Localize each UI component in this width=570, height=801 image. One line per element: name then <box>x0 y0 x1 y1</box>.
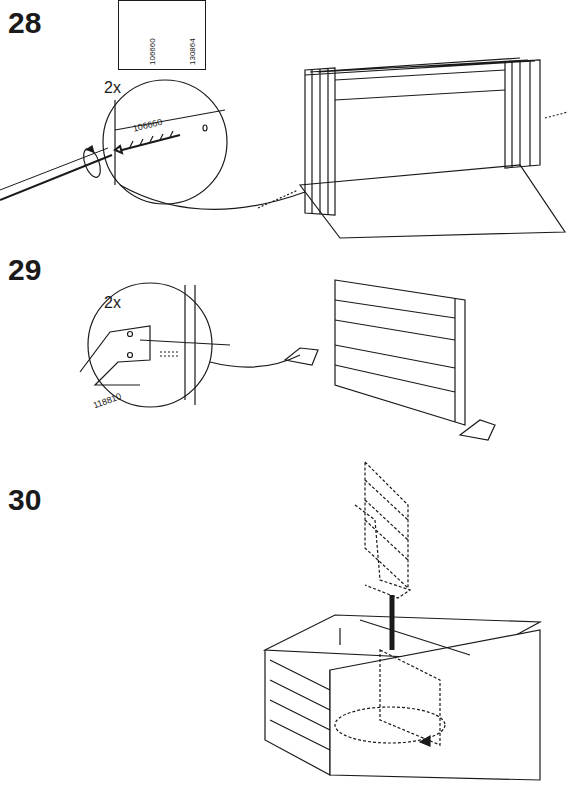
side-panel <box>505 60 540 168</box>
top-slats <box>335 70 505 100</box>
part-number: 130864 <box>189 38 197 65</box>
step-number: 30 <box>8 485 41 515</box>
drawer-slats <box>270 660 330 750</box>
panel-ghost <box>355 462 410 598</box>
step-number: 28 <box>8 8 41 38</box>
quantity: 2x <box>104 80 121 96</box>
bracket-hole <box>128 353 133 358</box>
part-number: 118810 <box>92 392 123 411</box>
top-slats <box>305 58 535 75</box>
quantity: 2x <box>104 295 121 311</box>
panel-ghost <box>335 650 445 745</box>
screw-path <box>160 352 180 356</box>
part-number: 106660 <box>149 38 157 65</box>
step-number: 29 <box>8 255 41 285</box>
screw-thread <box>130 131 173 147</box>
zoom-leader <box>120 185 305 209</box>
panel <box>335 280 465 425</box>
rotation-arrowhead <box>420 736 430 746</box>
screw-path <box>258 112 568 208</box>
panel-edge <box>115 100 225 185</box>
screw <box>115 135 180 153</box>
bracket <box>285 348 495 440</box>
panel-slats <box>335 298 455 422</box>
rotation-arrowhead <box>86 146 94 153</box>
base-panel <box>300 165 565 238</box>
zoom-leader <box>210 355 300 367</box>
divider <box>340 620 470 655</box>
drawer-front <box>330 630 540 780</box>
side-panel <box>305 68 335 215</box>
bracket <box>80 326 150 385</box>
rotation-arrow <box>80 147 103 180</box>
bracket-hole <box>128 332 133 337</box>
parts-icon-box: 106660 130864 <box>118 0 206 70</box>
hole <box>203 125 207 131</box>
screwdriver <box>0 148 108 190</box>
drawer-side <box>265 650 330 775</box>
panel-edge <box>140 285 230 405</box>
insert-arrow <box>390 595 395 650</box>
